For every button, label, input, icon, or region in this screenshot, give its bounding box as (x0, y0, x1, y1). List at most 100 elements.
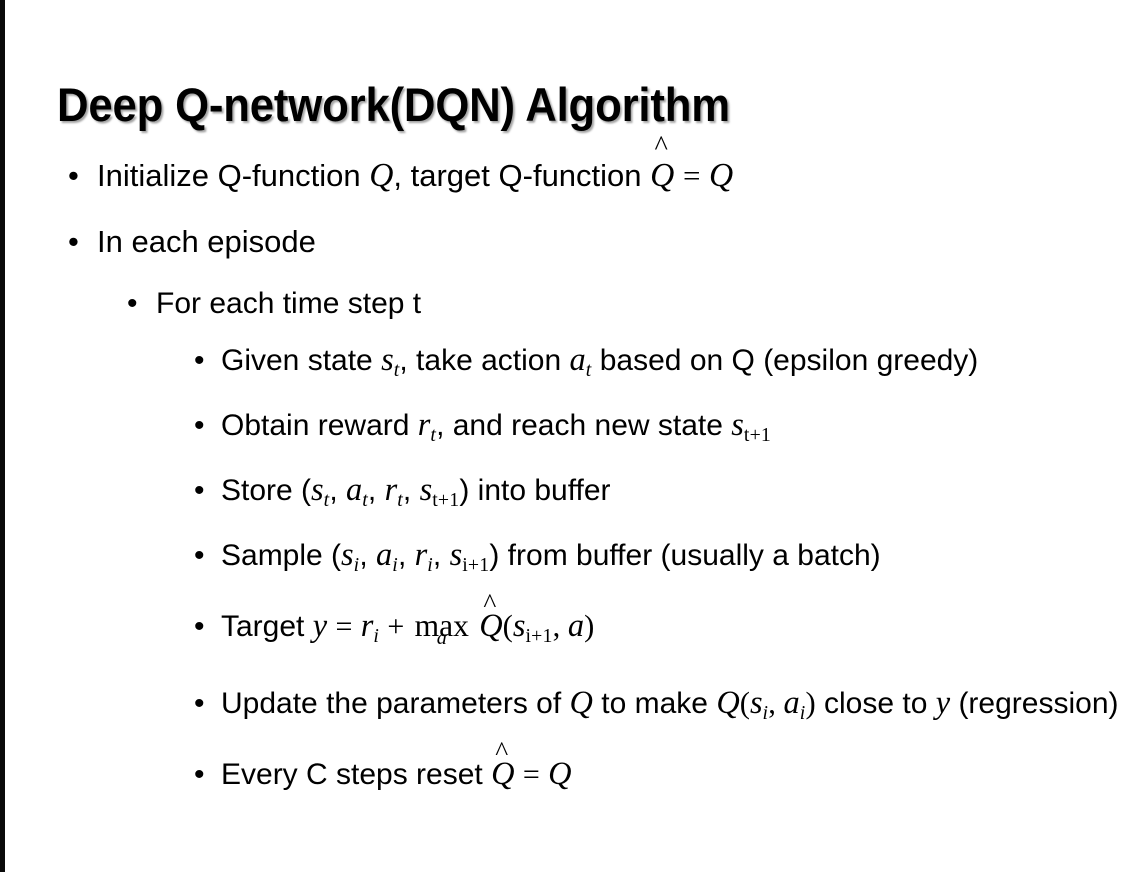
text-run: ) into buffer (459, 473, 611, 507)
math-var-q-base: Q (479, 607, 503, 644)
text-run: Initialize Q-function (97, 158, 370, 193)
list-item-given-state: • Given state st, take action at based o… (0, 336, 1124, 395)
page-title: Deep Q-network(DQN) Algorithm (57, 78, 730, 132)
math-var-s-next: s (449, 536, 463, 573)
math-var-s: s (311, 471, 324, 508)
math-paren-close: ) (805, 685, 816, 720)
text-sep: , (329, 473, 347, 507)
math-var-q: Q (548, 755, 572, 792)
math-var-q-hat: ^Q (650, 132, 674, 206)
list-item-text: Update the parameters of Q to make Q(si,… (221, 679, 1124, 738)
bullet-dot-icon: • (194, 473, 205, 507)
text-sep: , (552, 608, 568, 643)
math-var-a: a (567, 607, 585, 644)
text-run: close to (815, 686, 936, 720)
bullet-list: • Initialize Q-function Q, target Q-func… (0, 132, 1124, 799)
math-op-plus: + (387, 609, 405, 643)
text-run: , and reach new state (436, 408, 732, 442)
bullet-dot-icon: • (194, 686, 205, 720)
math-subscript-t: t (362, 488, 368, 511)
list-item-text: Store (st, at, rt, st+1) into buffer (221, 466, 1124, 525)
math-var-s: s (341, 536, 354, 573)
math-var-a: a (376, 536, 393, 573)
list-item-reset-target-network: • Every C steps reset ^Q = Q (0, 737, 1124, 799)
math-subscript-t: t (323, 488, 330, 511)
math-var-s-next: s (419, 471, 433, 508)
list-item-store-transition: • Store (st, at, rt, st+1) into buffer (0, 466, 1124, 525)
text-run: , target Q-function (393, 158, 651, 193)
list-item-update-parameters: • Update the parameters of Q to make Q(s… (0, 679, 1124, 738)
math-var-a: a (346, 471, 363, 508)
list-item-text: Obtain reward rt, and reach new state st… (221, 401, 1124, 460)
list-item-text: Given state st, take action at based on … (221, 336, 1124, 395)
math-paren-open: ( (739, 685, 750, 720)
text-run: Update the parameters of (221, 686, 570, 720)
text-sep: , (367, 473, 385, 507)
text-sep: , (432, 538, 450, 572)
math-var-y: y (935, 684, 951, 721)
text-run: Every C steps reset (221, 757, 492, 791)
math-subscript-i: i (427, 553, 433, 576)
math-var-r: r (384, 471, 398, 508)
math-var-s-next: s (512, 607, 526, 644)
bullet-dot-icon: • (127, 287, 138, 320)
bullet-dot-icon: • (194, 408, 205, 442)
list-item-text: Initialize Q-function Q, target Q-functi… (97, 132, 1124, 206)
hat-accent-icon: ^ (495, 734, 509, 766)
math-var-s: s (381, 342, 394, 378)
text-run: Obtain reward (221, 408, 418, 442)
math-var-q: Q (569, 684, 593, 721)
math-op-max-label: max (414, 607, 469, 643)
list-item-obtain-reward: • Obtain reward rt, and reach new state … (0, 401, 1124, 460)
text-run: ) from buffer (usually a batch) (489, 538, 881, 572)
math-subscript-t-plus-1: t+1 (432, 488, 460, 511)
text-sep: , (359, 538, 377, 572)
math-var-r: r (417, 406, 431, 443)
math-var-q: Q (369, 157, 394, 194)
text-run: Store ( (221, 473, 312, 507)
text-run: based on Q (epsilon greedy) (591, 344, 979, 377)
text-run: Target (221, 609, 313, 643)
text-sep: , (397, 538, 415, 572)
text-run: to make (592, 686, 717, 720)
math-var-a: a (783, 684, 800, 721)
bullet-dot-icon: • (194, 344, 205, 377)
math-subscript-t: t (397, 488, 403, 511)
bullet-dot-icon: • (194, 609, 205, 643)
math-op-max-underset: a (436, 627, 447, 650)
math-subscript-t: t (430, 423, 437, 446)
math-var-q-base: Q (491, 755, 515, 792)
hat-accent-icon: ^ (654, 130, 668, 162)
bullet-dot-icon: • (194, 757, 205, 791)
bullet-dot-icon: • (194, 538, 205, 572)
list-item-text: For each time step t (156, 287, 422, 320)
math-subscript-i: i (762, 701, 769, 724)
math-subscript-t: t (585, 358, 592, 381)
math-subscript-t: t (393, 358, 400, 381)
math-subscript-i: i (373, 624, 380, 647)
text-sep: , (402, 473, 420, 507)
text-run: , take action (399, 344, 570, 377)
math-subscript-t-plus-1: t+1 (743, 423, 772, 446)
list-item-text: In each episode (97, 224, 316, 259)
list-item-sample-batch: • Sample (si, ai, ri, si+1) from buffer … (0, 531, 1124, 590)
text-run: Sample ( (221, 538, 342, 572)
math-var-y: y (312, 607, 328, 644)
math-var-q-hat: ^Q (479, 589, 503, 651)
math-var-s: s (731, 406, 744, 443)
list-item-each-episode: • In each episode (0, 212, 1124, 272)
list-item-text: Every C steps reset ^Q = Q (221, 737, 1124, 799)
math-subscript-i-plus-1: i+1 (462, 553, 490, 576)
math-op-equals: = (682, 158, 701, 193)
math-var-a: a (569, 342, 586, 378)
math-subscript-i: i (799, 701, 806, 724)
math-op-equals: = (335, 609, 353, 643)
math-var-q-hat: ^Q (491, 737, 515, 799)
math-var-r: r (414, 536, 428, 573)
list-item-initialize: • Initialize Q-function Q, target Q-func… (0, 132, 1124, 206)
math-var-q-2: Q (716, 684, 740, 721)
